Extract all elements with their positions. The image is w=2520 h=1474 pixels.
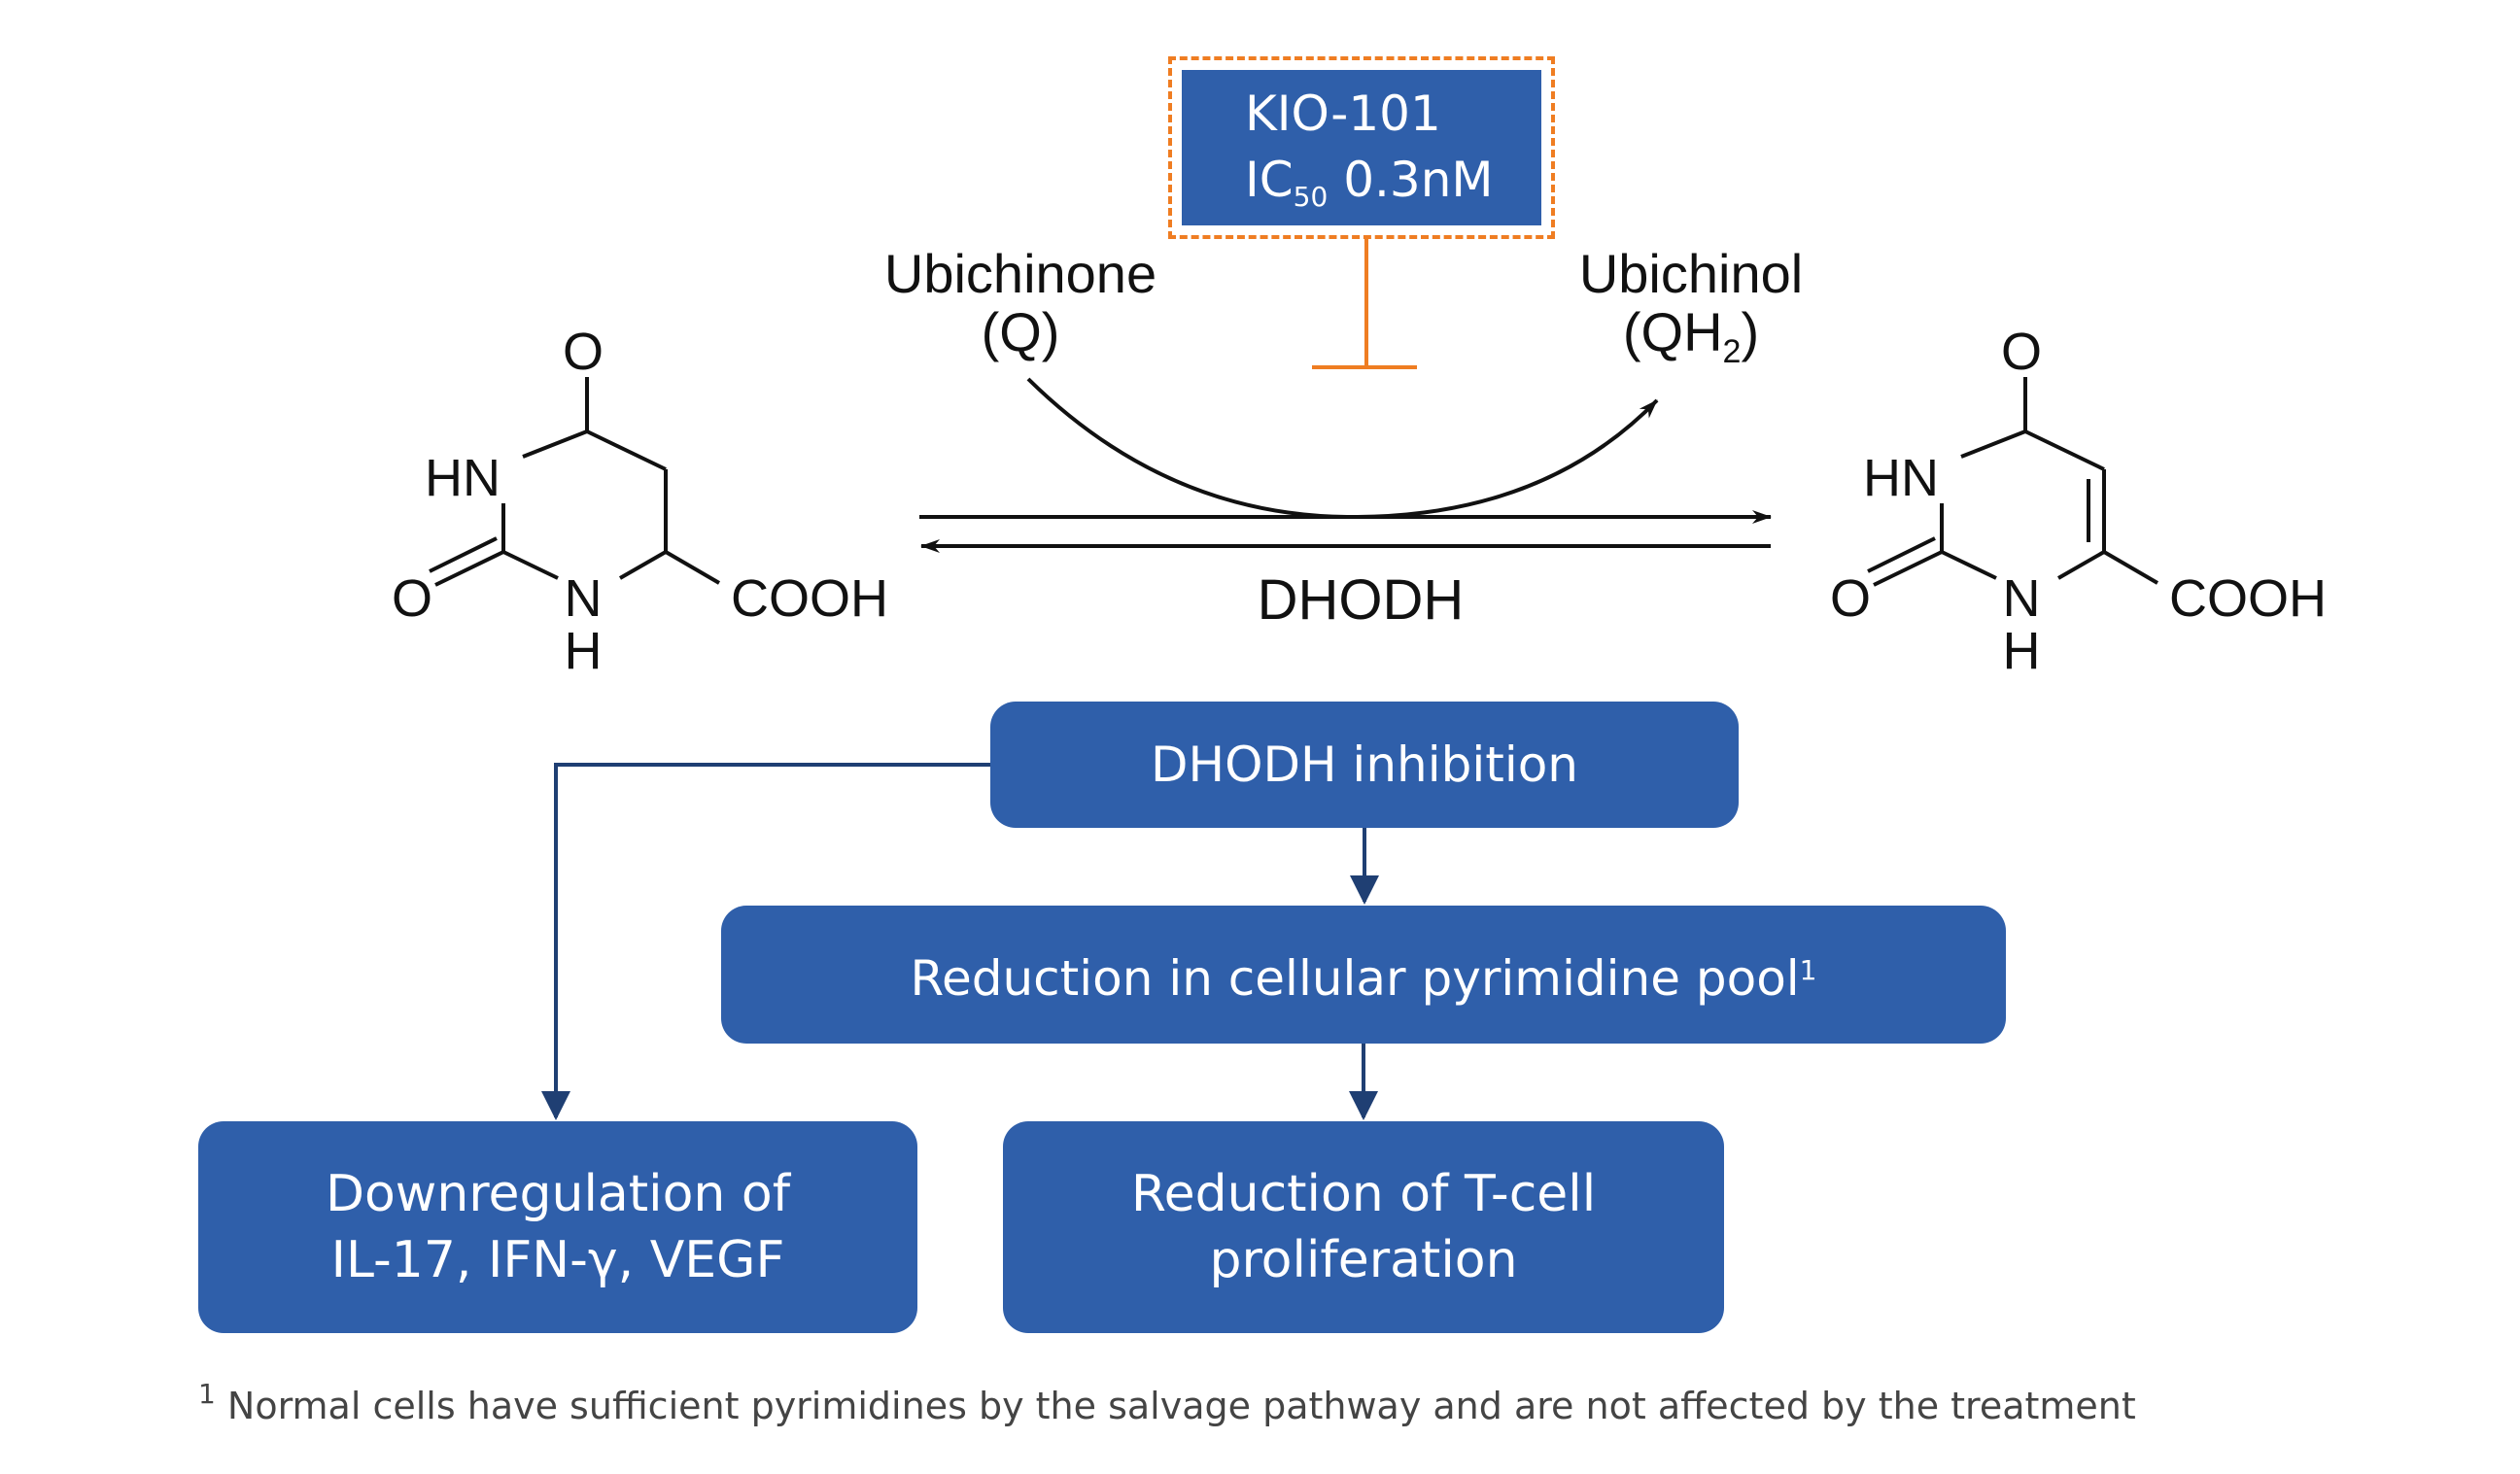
cofactor-left-label: Ubichinone (Q) [846, 245, 1195, 361]
mol-right-n: N [2003, 569, 2041, 628]
cofactor-right-abbr: (QH2) [1622, 301, 1760, 371]
tcell-text: Reduction of T-cell proliferation [1130, 1165, 1597, 1289]
pyrimidine-pool-box: Reduction in cellular pyrimidine pool1 [721, 906, 2006, 1044]
mol-left-hn: HN [425, 449, 501, 507]
molecule-left-structure [429, 377, 721, 587]
footnote-text: Normal cells have sufficient pyrimidines… [215, 1385, 2136, 1427]
dhodh-inhibition-text: DHODH inhibition [1150, 737, 1578, 793]
enzyme-label: DHODH [1257, 568, 1465, 632]
equilibrium-arrows [919, 510, 1772, 553]
molecule-right-labels: O HN O N H COOH [1830, 323, 2327, 680]
cofactor-left-name: Ubichinone [883, 243, 1157, 304]
molecule-left-labels: O HN O N H COOH [392, 323, 888, 680]
mol-right-h: H [2003, 622, 2041, 680]
mol-right-hn: HN [1863, 449, 1939, 507]
mol-left-o-top: O [563, 323, 604, 381]
cofactor-curved-arrow [1026, 377, 1659, 520]
downregulation-text: Downregulation of IL-17, IFN-γ, VEGF [325, 1165, 791, 1289]
pyrimidine-pool-text: Reduction in cellular pyrimidine pool1 [910, 950, 1817, 1007]
footnote-marker: 1 [198, 1378, 216, 1410]
inhibitor-name: KIO-101 [1245, 86, 1441, 142]
inhibitor-dashed-outline [1168, 56, 1555, 239]
inhibitor-box: KIO-101 IC50 0.3nM [1182, 70, 1541, 225]
mol-left-cooh: COOH [731, 569, 888, 628]
cofactor-right-name: Ubichinol [1578, 243, 1804, 304]
cofactor-left-abbr: (Q) [981, 301, 1060, 362]
mol-left-h: H [565, 622, 603, 680]
inhibitor-ic50: IC50 0.3nM [1245, 152, 1494, 213]
tcell-box: Reduction of T-cell proliferation [1003, 1121, 1724, 1333]
mol-right-o-top: O [2001, 323, 2042, 381]
mol-left-o-left: O [392, 569, 432, 628]
inhibition-bar [1312, 239, 1417, 369]
cofactor-right-label: Ubichinol (QH2) [1516, 245, 1866, 381]
mol-right-cooh: COOH [2169, 569, 2327, 628]
footnote: 1 Normal cells have sufficient pyrimidin… [198, 1378, 2136, 1427]
molecule-right-structure [1867, 377, 2159, 587]
mol-right-o-left: O [1830, 569, 1871, 628]
mol-left-n: N [565, 569, 603, 628]
dhodh-inhibition-box: DHODH inhibition [990, 702, 1739, 828]
connector-inhibition-to-downregulation [541, 763, 990, 1120]
downregulation-box: Downregulation of IL-17, IFN-γ, VEGF [198, 1121, 917, 1333]
flow-connectors [541, 763, 1379, 1120]
